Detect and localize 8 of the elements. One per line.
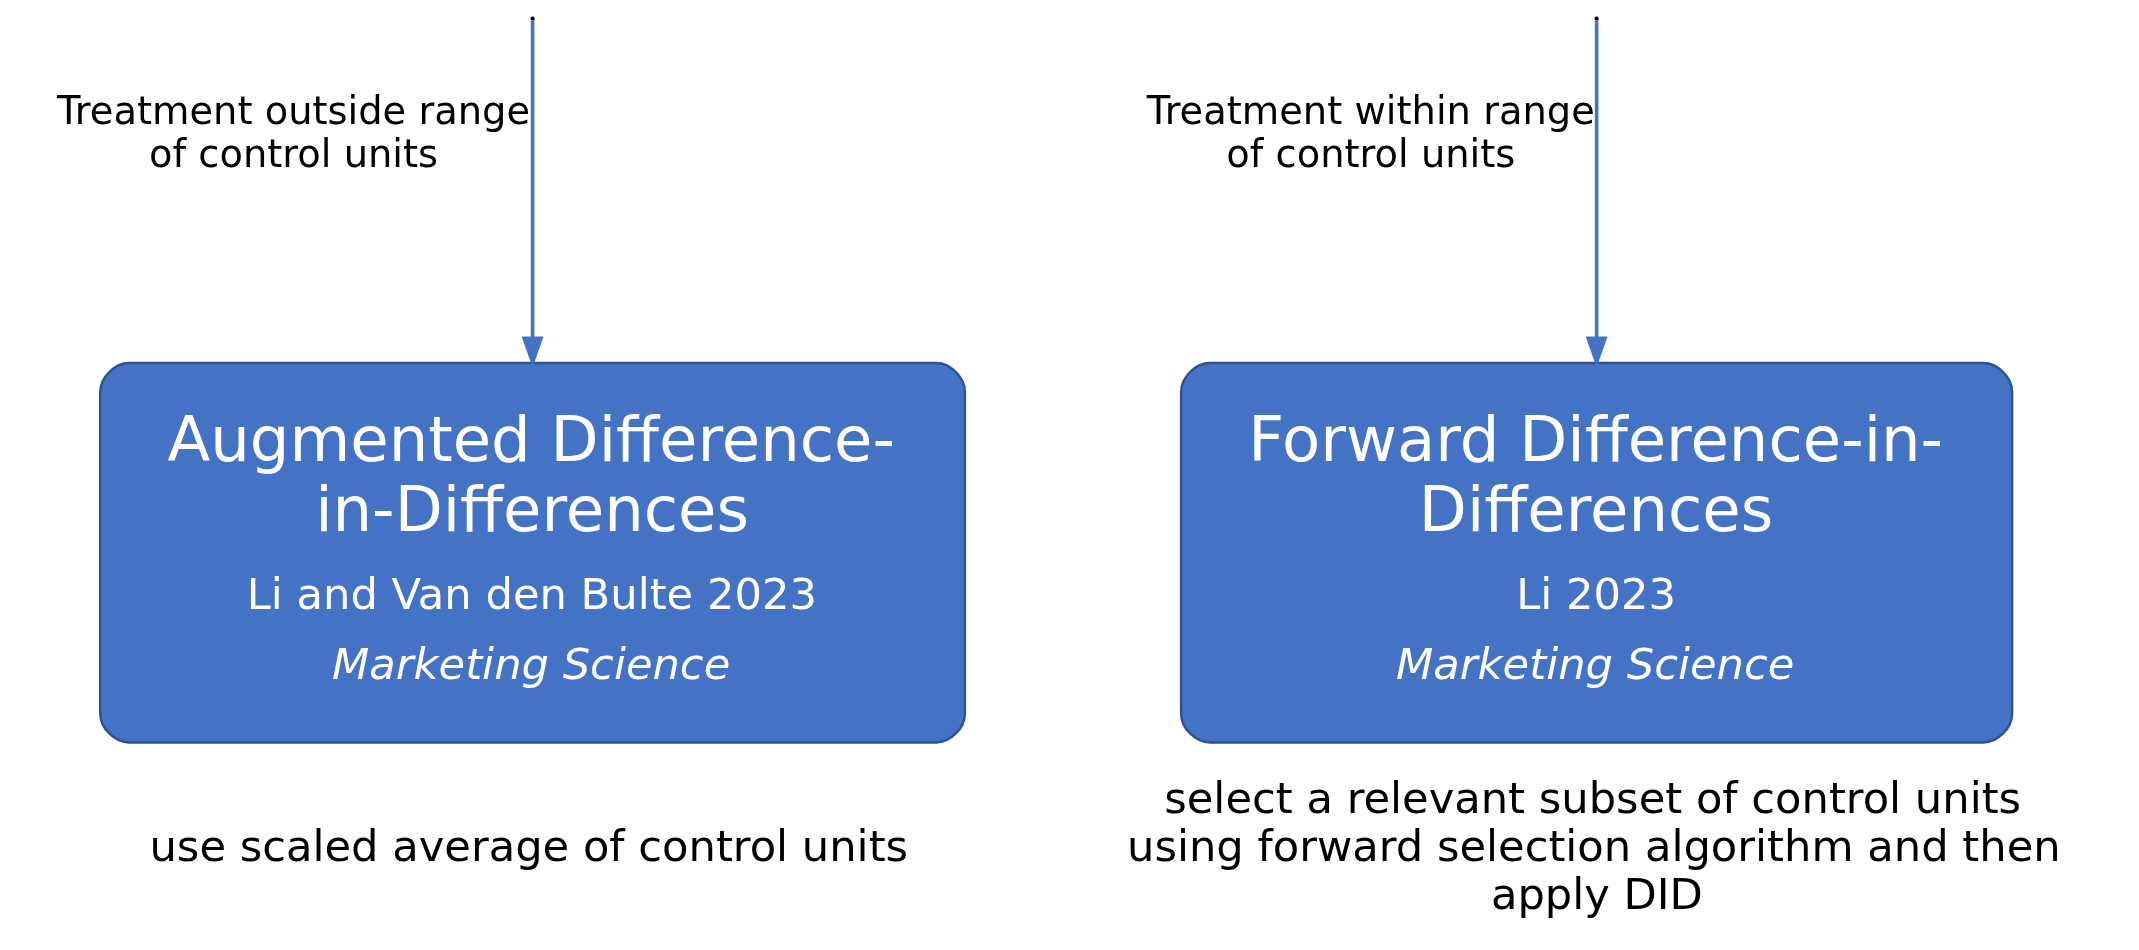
node-box: Forward Difference-in-Differences Li 2023 Marketing Science (1179, 361, 2013, 744)
node-box: Augmented Difference-in-Differences Li and Van den Bulte 2023 Marketing Science (98, 361, 966, 744)
edge-label: Treatment within range of control units (1146, 87, 1595, 176)
node-label: select a relevant subset of control units using forward selection algorithm and then apply DID (1126, 773, 2061, 920)
arrow (1585, 20, 1608, 368)
edge-label: Treatment outside range of control units (56, 87, 530, 176)
arrow (521, 20, 544, 368)
node-label: use scaled average of control units (148, 821, 908, 872)
